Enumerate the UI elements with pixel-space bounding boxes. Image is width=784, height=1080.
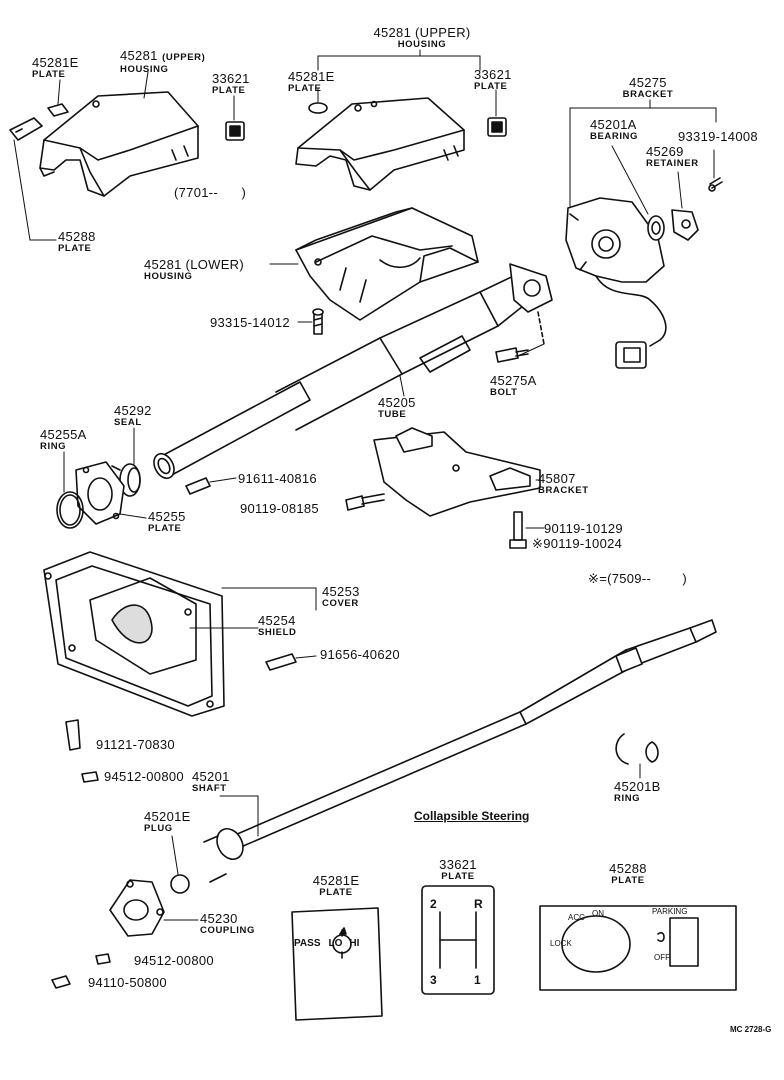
label-7509: ※=(7509-- ) bbox=[588, 571, 688, 586]
detail-plate-33621 bbox=[421, 885, 495, 995]
label-90119-08185: 90119-08185 bbox=[240, 501, 319, 516]
label-90119-10024: ※90119-10024 bbox=[532, 536, 623, 551]
nut-94512-upper-part bbox=[81, 771, 99, 783]
plate-45281E-right-part bbox=[308, 102, 328, 114]
label-93315-14012: 93315-14012 bbox=[210, 315, 290, 330]
nut-94512-lower-part bbox=[95, 953, 111, 965]
plate-45288-off: OFF bbox=[654, 953, 670, 962]
plate-33621-left-part bbox=[225, 121, 245, 141]
detail-plate-45281E bbox=[291, 907, 383, 1021]
plate-45288-left-part bbox=[9, 117, 43, 141]
bolt-91611-40816-part bbox=[185, 477, 211, 495]
label-45281-lower-housing: 45281 (LOWER)HOUSING bbox=[144, 257, 244, 282]
bolt-90119-08185-part bbox=[345, 493, 385, 511]
plate-45288-lock: LOCK bbox=[550, 939, 572, 948]
column-tube bbox=[153, 263, 553, 480]
upper-housing-left bbox=[39, 91, 199, 197]
label-45281-upper-housing-left: 45281 (UPPER)HOUSING bbox=[120, 48, 206, 75]
plate-33621-right-part bbox=[487, 117, 507, 137]
nut-94110-50800-part bbox=[51, 975, 71, 989]
label-45281-upper-housing-right: 45281 (UPPER)HOUSING bbox=[373, 25, 471, 50]
plate-45288-on: ON bbox=[592, 909, 604, 918]
shield-45254-part bbox=[89, 577, 197, 675]
plate-45288-acc: ACC bbox=[568, 913, 585, 922]
plate-33621-gear-3: 3 bbox=[430, 973, 437, 987]
bearing-45201A-part bbox=[647, 215, 665, 241]
bolt-45275A-part bbox=[495, 347, 529, 363]
label-93319-14008: 93319-14008 bbox=[678, 129, 758, 144]
bolt-90119-10129-part bbox=[509, 511, 527, 549]
plate-33621-gear-r: R bbox=[474, 897, 483, 911]
plug-45201E-part bbox=[170, 874, 190, 894]
lower-housing bbox=[295, 207, 479, 321]
bolt-93319-part bbox=[708, 177, 723, 192]
label-91121-70830: 91121-70830 bbox=[96, 737, 175, 752]
detail-plate-45288 bbox=[539, 905, 737, 991]
label-94110-50800: 94110-50800 bbox=[88, 975, 167, 990]
plate-33621-gear-1: 1 bbox=[474, 973, 481, 987]
label-91611-40816: 91611-40816 bbox=[238, 471, 317, 486]
shaft-45201-part bbox=[203, 619, 717, 883]
retainer-45269-part bbox=[671, 209, 699, 241]
bracket-45807-part bbox=[373, 427, 541, 517]
label-90119-10129: 90119-10129 bbox=[544, 521, 623, 536]
label-reference-code: MC 2728-G bbox=[730, 1025, 772, 1034]
bolt-91656-40620-part bbox=[265, 653, 297, 671]
bolt-91121-70830-part bbox=[65, 719, 81, 751]
plate-45288-parking: PARKING bbox=[652, 907, 688, 916]
ring-45201B-part bbox=[615, 733, 659, 765]
plate-45281E-left-part bbox=[47, 103, 69, 117]
label-91656-40620: 91656-40620 bbox=[320, 647, 400, 662]
bolt-93315-14012-part bbox=[312, 308, 324, 335]
label-94512-00800-upper: 94512-00800 bbox=[104, 769, 184, 784]
bracket-45275-part bbox=[565, 197, 667, 369]
label-collapsible-steering: Collapsible Steering bbox=[414, 809, 530, 823]
label-7701: (7701-- ) bbox=[174, 185, 247, 200]
label-94512-00800-lower: 94512-00800 bbox=[134, 953, 214, 968]
ring-45255A-part bbox=[56, 491, 84, 529]
upper-housing-right bbox=[295, 97, 465, 191]
coupling-45230-part bbox=[109, 879, 165, 937]
plate-33621-gear-2: 2 bbox=[430, 897, 437, 911]
